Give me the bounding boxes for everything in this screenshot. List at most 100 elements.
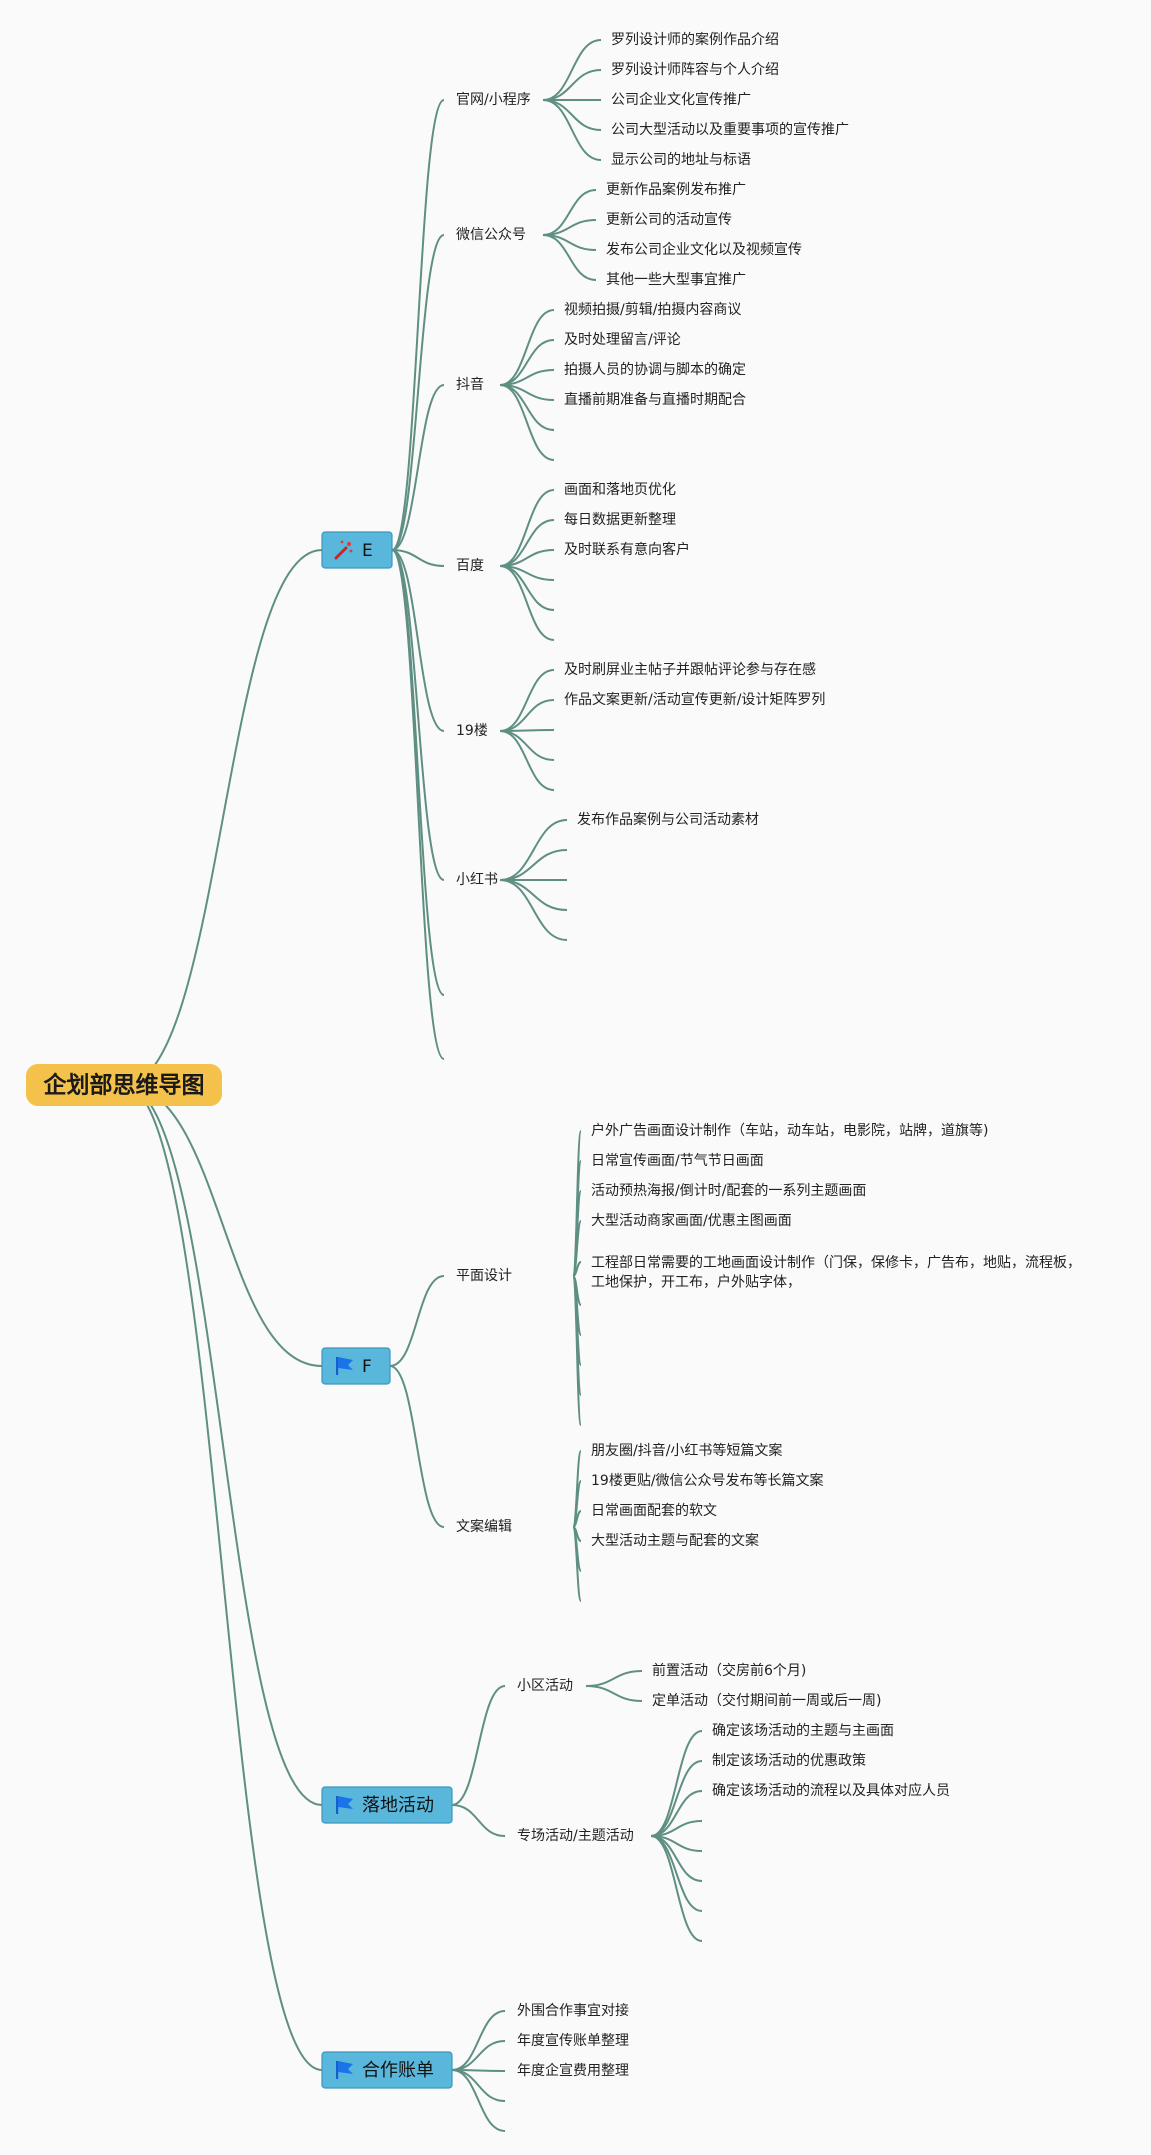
- leaf-item: 公司企业文化宣传推广: [611, 91, 751, 108]
- branch-node-2[interactable]: [321, 1347, 391, 1385]
- category-to-leaf-line: [650, 1835, 703, 1912]
- leaf-item: 显示公司的地址与标语: [611, 152, 751, 168]
- category-to-leaf-line: [499, 565, 555, 641]
- leaf-item: 作品文案更新/活动宣传更新/设计矩阵罗列: [564, 691, 825, 708]
- branch-to-category-line: [391, 549, 445, 1060]
- branch-to-category-line: [391, 99, 445, 551]
- branch-node-3[interactable]: [321, 1786, 453, 1824]
- branch-label: 合作账单: [362, 2060, 434, 2081]
- branch-to-category-line: [391, 549, 445, 996]
- leaf-item: 更新作品案例发布推广: [606, 181, 746, 198]
- category-to-leaf-line: [650, 1835, 703, 1942]
- category-to-leaf-line: [499, 309, 555, 386]
- category-label: 百度: [456, 558, 484, 574]
- leaf-item: 视频拍摄/剪辑/拍摄内容商议: [564, 301, 741, 318]
- category-to-leaf-line: [542, 39, 602, 101]
- leaf-item: 罗列设计师的案例作品介绍: [611, 31, 779, 48]
- nodes-layer: 企划部思维导图E官网/小程序罗列设计师的案例作品介绍罗列设计师阵容与个人介绍公司…: [26, 31, 1081, 2089]
- category-label: 小区活动: [517, 1678, 573, 1694]
- magic-wand-icon: [334, 540, 353, 560]
- category-to-leaf-line: [499, 384, 555, 461]
- branch-label: E: [362, 541, 373, 561]
- category-label: 专场活动/主题活动: [517, 1828, 634, 1844]
- branch-to-leaf-line: [451, 2069, 506, 2132]
- root-title: 企划部思维导图: [43, 1072, 205, 1099]
- leaf-item: 发布作品案例与公司活动素材: [577, 811, 759, 828]
- branch-to-leaf-line: [451, 2040, 506, 2071]
- branch-to-category-line: [389, 1275, 445, 1367]
- category-to-leaf-line: [499, 879, 568, 911]
- leaf-item: 确定该场活动的流程以及具体对应人员: [712, 1782, 950, 1799]
- leaf-item: 其他一些大型事宜推广: [606, 272, 746, 288]
- category-to-leaf-line: [499, 669, 555, 732]
- branch-to-leaf-line: [451, 2010, 506, 2071]
- branch-label: F: [362, 1357, 372, 1377]
- leaf-item: 及时联系有意向客户: [564, 541, 690, 558]
- category-to-leaf-line: [650, 1730, 703, 1837]
- flag-icon: [336, 2061, 353, 2079]
- branch-to-category-line: [451, 1685, 506, 1806]
- category-to-leaf-line: [499, 730, 555, 791]
- flag-icon: [336, 1357, 353, 1375]
- links-layer: [123, 39, 703, 2132]
- leaf-item: 19楼更贴/微信公众号发布等长篇文案: [591, 1472, 824, 1489]
- leaf-item: 朋友圈/抖音/小红书等短篇文案: [591, 1442, 782, 1459]
- leaf-item: 更新公司的活动宣传: [606, 212, 732, 228]
- branch-to-category-line: [391, 549, 445, 567]
- leaf-item: 画面和落地页优化: [564, 482, 676, 498]
- leaf-item: 及时处理留言/评论: [564, 332, 681, 348]
- leaf-item: 定单活动（交付期间前一周或后一周): [652, 1692, 881, 1709]
- category-to-leaf-line: [585, 1670, 643, 1687]
- leaf-item: 年度企宣费用整理: [517, 2062, 629, 2079]
- category-to-leaf-line: [499, 819, 568, 881]
- category-label: 官网/小程序: [456, 92, 531, 108]
- branch-to-leaf-line: [451, 2069, 506, 2102]
- category-label: 微信公众号: [456, 227, 526, 243]
- branch-node-4[interactable]: [321, 2051, 453, 2089]
- category-to-leaf-line: [542, 99, 602, 161]
- branch-to-category-line: [451, 1804, 506, 1837]
- leaf-item: 每日数据更新整理: [564, 512, 676, 528]
- leaf-item: 外围合作事宜对接: [517, 2002, 629, 2019]
- category-label: 小红书: [456, 872, 498, 888]
- category-to-leaf-line: [499, 849, 568, 881]
- category-to-leaf-line: [499, 699, 555, 732]
- root-to-branch-line: [123, 1084, 323, 1367]
- leaf-item: 公司大型活动以及重要事项的宣传推广: [611, 122, 849, 138]
- leaf-item: 发布公司企业文化以及视频宣传: [606, 241, 802, 258]
- category-label: 文案编辑: [456, 1518, 512, 1535]
- branch-node-1[interactable]: [321, 531, 393, 569]
- category-to-leaf-line: [499, 729, 555, 732]
- flag-icon: [336, 1796, 353, 1814]
- leaf-item: 日常宣传画面/节气节日画面: [591, 1153, 764, 1169]
- category-to-leaf-line: [572, 1275, 582, 1426]
- leaf-item: 制定该场活动的优惠政策: [712, 1752, 866, 1769]
- leaf-item: 前置活动（交房前6个月): [652, 1662, 806, 1679]
- root-to-branch-line: [123, 549, 323, 1086]
- branch-label: 落地活动: [362, 1795, 434, 1816]
- branch-to-category-line: [391, 384, 445, 551]
- leaf-item: 罗列设计师阵容与个人介绍: [611, 61, 779, 78]
- branch-to-category-line: [389, 1365, 445, 1528]
- leaf-item: 拍摄人员的协调与脚本的确定: [564, 362, 746, 378]
- branch-to-category-line: [391, 549, 445, 881]
- category-to-leaf-line: [572, 1526, 582, 1602]
- branch-to-category-line: [391, 234, 445, 551]
- category-label: 抖音: [456, 376, 484, 393]
- leaf-item: 直播前期准备与直播时期配合: [564, 391, 746, 408]
- root-to-branch-line: [123, 1084, 323, 2071]
- root-node[interactable]: [26, 1064, 222, 1106]
- leaf-item: 大型活动商家画面/优惠主图画面: [591, 1212, 792, 1229]
- leaf-item: 工程部日常需要的工地画面设计制作（门保，保修卡，广告布，地贴，流程板，工地保护，…: [591, 1255, 1081, 1291]
- leaf-item: 大型活动主题与配套的文案: [591, 1532, 759, 1549]
- category-to-leaf-line: [499, 730, 555, 761]
- category-label: 19楼: [456, 723, 488, 739]
- leaf-item: 确定该场活动的主题与主画面: [712, 1723, 894, 1739]
- category-to-leaf-line: [499, 489, 555, 567]
- category-label: 平面设计: [456, 1268, 512, 1284]
- root-to-branch-line: [123, 1084, 323, 1806]
- category-to-leaf-line: [542, 99, 602, 131]
- leaf-item: 日常画面配套的软文: [591, 1503, 717, 1519]
- leaf-item: 年度宣传账单整理: [517, 2033, 629, 2049]
